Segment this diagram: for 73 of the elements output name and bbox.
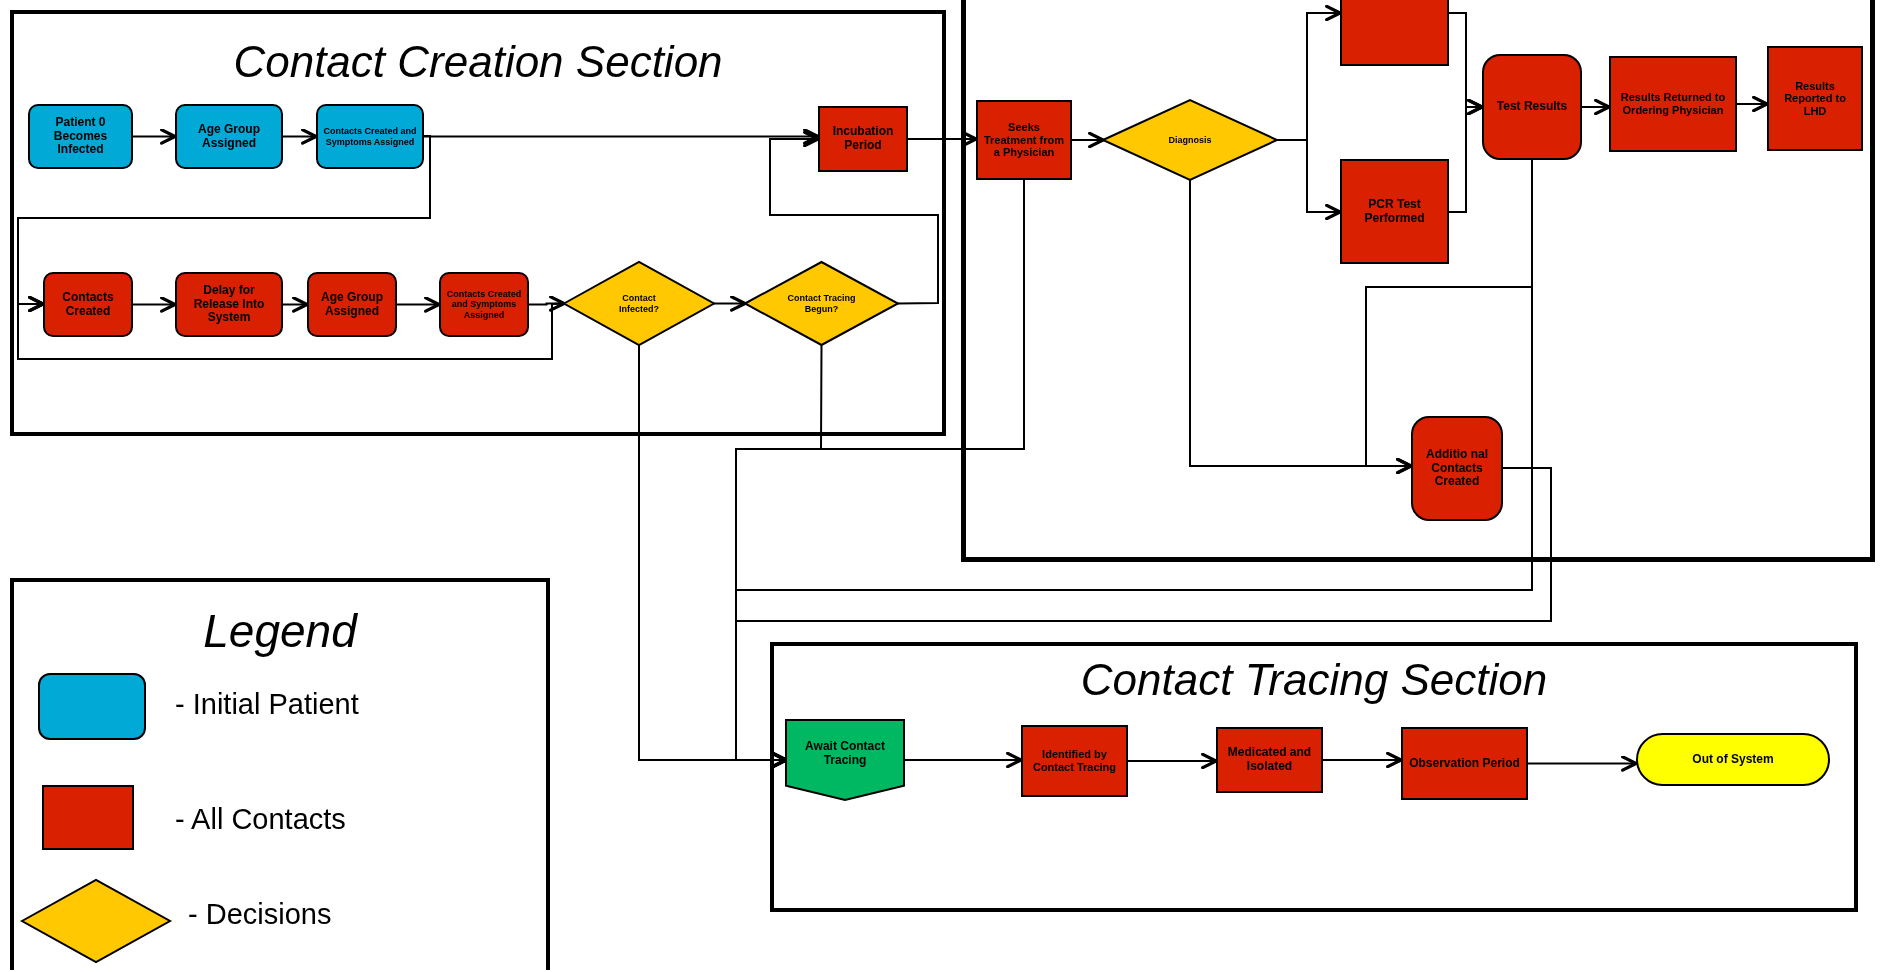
- connector-arrow: [769, 130, 939, 305]
- connector-arrow: [528, 295, 566, 312]
- process-box: [1340, 0, 1449, 66]
- rounded-process-box: [43, 272, 133, 337]
- node-label: Contact Infected?: [618, 293, 660, 314]
- node-label: Observation Period: [1409, 756, 1520, 771]
- section-frame: [10, 10, 946, 436]
- connector-arrow: [907, 130, 978, 148]
- section-title: Contact Tracing Section: [1080, 656, 1548, 705]
- connector-arrow: [423, 128, 820, 145]
- node-label: PCR Test Performed: [1363, 197, 1426, 226]
- rounded-process-box: [1411, 416, 1503, 521]
- node-label: Test Results: [1496, 100, 1568, 114]
- rounded-process-box: [316, 104, 424, 169]
- process-box: [1021, 725, 1128, 797]
- decision-diamond: [745, 262, 898, 345]
- node-label: Out of System: [1692, 752, 1774, 767]
- process-box: [976, 100, 1072, 180]
- node-label: Contacts Created: [61, 290, 115, 319]
- process-box: [1401, 727, 1528, 800]
- node-label: Contacts Created and Symptoms Assigned: [323, 126, 417, 147]
- connector-arrow: [132, 128, 177, 145]
- connector-arrow: [1071, 131, 1105, 149]
- rounded-process-box: [175, 104, 283, 169]
- legend-text: - All Contacts: [175, 803, 346, 836]
- connector-arrow: [132, 296, 177, 313]
- process-box: [1609, 56, 1737, 152]
- node-label: Additio nal Contacts Created: [1425, 447, 1489, 490]
- legend-text: - Decisions: [188, 898, 332, 931]
- connector-arrow: [282, 128, 318, 145]
- node-label: Results Returned to Ordering Physician: [1619, 91, 1727, 117]
- node-label: Results Reported to LHD: [1783, 79, 1847, 118]
- connector-arrow: [1276, 139, 1342, 221]
- node-label: Incubation Period: [831, 125, 895, 153]
- connector-arrow: [282, 296, 309, 313]
- legend-text: - Initial Patient: [175, 688, 359, 721]
- rounded-process-box: [28, 104, 133, 169]
- connector-arrow: [735, 467, 1552, 769]
- connector-arrow: [1127, 752, 1218, 770]
- rounded-process-box: [175, 272, 283, 337]
- node-label: Age Group Assigned: [320, 290, 384, 319]
- terminator-pill: [1636, 733, 1830, 786]
- node-label: Contact Tracing Begun?: [786, 293, 857, 314]
- section-title: Contact Creation Section: [233, 38, 723, 87]
- process-box: [818, 106, 908, 172]
- rounded-process-box: [1482, 54, 1582, 160]
- process-box: [1767, 46, 1863, 151]
- connector-arrow: [1322, 751, 1403, 769]
- node-label: Patient 0 Becomes Infected: [52, 115, 109, 158]
- off-page-connector: [786, 720, 904, 800]
- process-box: [1340, 159, 1449, 264]
- node-label: Age Group Assigned: [197, 122, 261, 151]
- connector-arrow: [1527, 755, 1638, 772]
- decision-diamond: [564, 262, 714, 345]
- node-label: Identified by Contact Tracing: [1031, 748, 1118, 774]
- node-label: Medicated and Isolated: [1226, 746, 1313, 774]
- connector-arrow: [1581, 98, 1611, 116]
- connector-arrow: [1448, 98, 1484, 213]
- node-label: Diagnosis: [1168, 134, 1212, 146]
- process-box: [1216, 727, 1323, 793]
- node-label: Seeks Treatment from a Physician: [983, 121, 1065, 159]
- rounded-process-box: [439, 272, 529, 337]
- connector-arrow: [713, 295, 747, 312]
- connector-arrow: [1736, 95, 1769, 113]
- section-frame: [961, 0, 1875, 562]
- connector-arrow: [396, 296, 441, 313]
- legend-title: Legend: [202, 604, 359, 658]
- node-label: Await Contact Tracing: [804, 739, 886, 768]
- rounded-process-box: [307, 272, 397, 337]
- decision-diamond: [1103, 100, 1277, 180]
- node-label: Delay for Release Into System: [192, 283, 266, 326]
- node-label: Contacts Created and Symptoms Assigned: [446, 289, 522, 320]
- section-frame: [770, 642, 1858, 912]
